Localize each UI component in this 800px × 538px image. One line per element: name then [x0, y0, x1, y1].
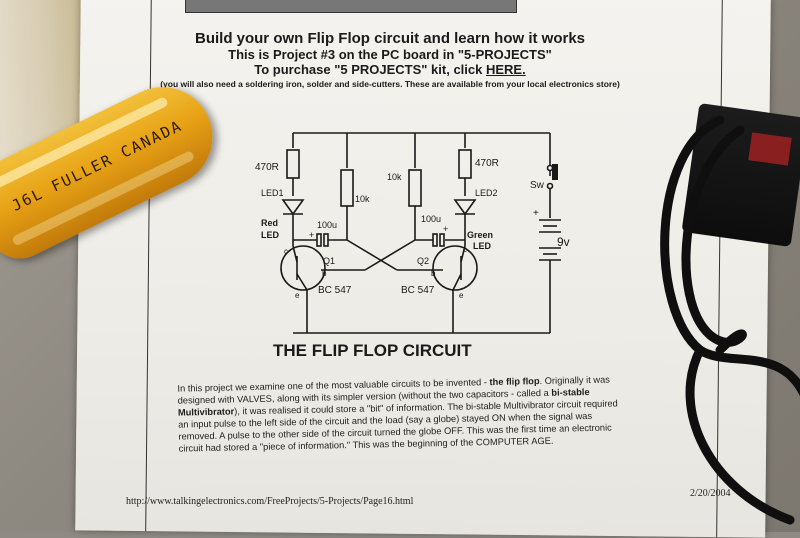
purchase-line: To purchase "5 PROJECTS" kit, click HERE…	[100, 62, 680, 77]
green-led-label-1: Green	[467, 230, 493, 240]
resistor-r2-label: 470R	[475, 158, 499, 169]
resistor-r3-label: 10k	[355, 194, 370, 204]
page-title: Build your own Flip Flop circuit and lea…	[194, 30, 586, 47]
tools-note: (you will also need a soldering iron, so…	[160, 79, 620, 89]
q2-label: Q2	[417, 256, 429, 266]
description-bold-1: the flip flop	[489, 376, 540, 388]
footer-date: 2/20/2004	[690, 488, 731, 499]
c2-plus: +	[443, 224, 448, 234]
circuit-title: THE FLIP FLOP CIRCUIT	[273, 341, 472, 360]
description-paragraph: In this project we examine one of the mo…	[177, 373, 618, 454]
q2-emitter: e	[459, 291, 464, 300]
battery-plus: +	[533, 208, 539, 219]
project-subtitle: This is Project #3 on the PC board in "5…	[228, 47, 552, 62]
c1-label: 100u	[317, 220, 337, 230]
switch-label: Sw	[530, 180, 545, 191]
q1-collector: c	[284, 247, 288, 256]
led1-label: LED1	[261, 188, 284, 198]
red-led-label-2: LED	[261, 230, 280, 240]
page-top-bar	[185, 0, 517, 13]
q1-emitter: e	[295, 291, 300, 300]
q2-part-label: BC 547	[401, 285, 435, 296]
flip-flop-schematic: 470R LED1 Red LED 100u + 10k 10k 100u + …	[255, 132, 570, 360]
here-link[interactable]: HERE.	[485, 62, 526, 77]
battery-label: 9v	[557, 235, 570, 249]
q2-base: b	[431, 269, 436, 278]
q1-label: Q1	[323, 256, 335, 266]
footer-url: http://www.talkingelectronics.com/FreePr…	[126, 496, 414, 507]
page-heading: Build your own Flip Flop circuit and lea…	[100, 30, 680, 89]
c1-plus: +	[309, 230, 314, 240]
q1-part-label: BC 547	[318, 285, 352, 296]
c2-label: 100u	[421, 214, 441, 224]
q2-collector: c	[463, 245, 467, 254]
description-part-3: ), it was realised it could store a "bit…	[178, 398, 618, 454]
resistor-r4-label: 10k	[387, 172, 402, 182]
purchase-text: To purchase "5 PROJECTS" kit, click	[254, 62, 486, 77]
black-cable	[660, 115, 800, 525]
resistor-r1-label: 470R	[255, 162, 279, 173]
led2-label: LED2	[475, 188, 498, 198]
green-led-label-2: LED	[473, 241, 492, 251]
q1-base: b	[322, 269, 327, 278]
red-led-label-1: Red	[261, 218, 278, 228]
